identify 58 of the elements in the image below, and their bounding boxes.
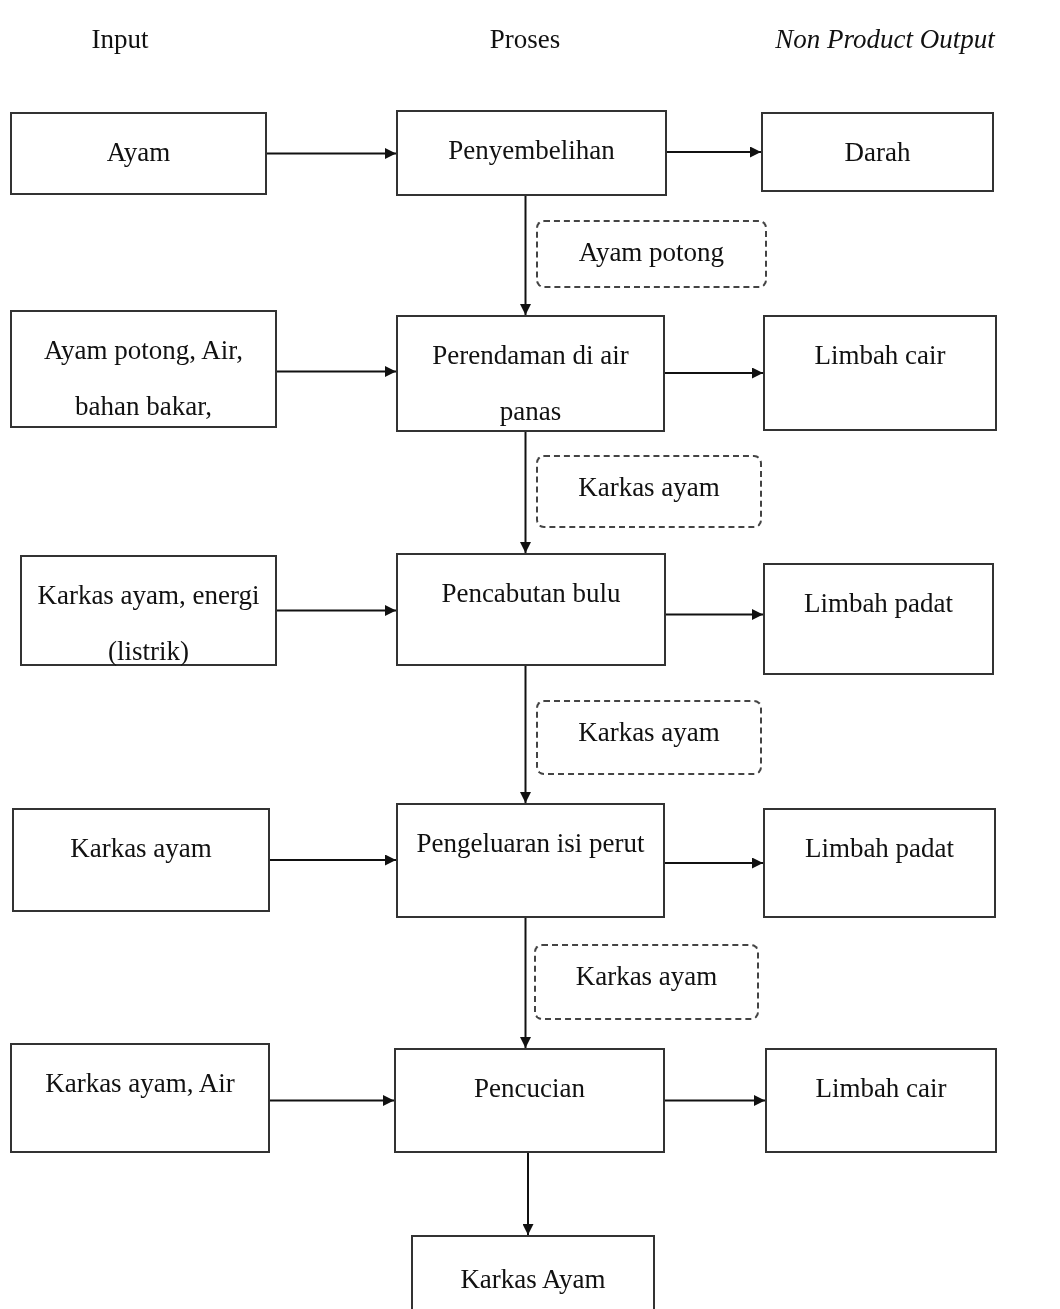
box-text: Ayam potong <box>578 236 725 268</box>
box-text: Karkas ayam <box>575 960 718 992</box>
box-text: Karkas ayam, energi (listrik) <box>36 579 261 668</box>
box-text: Karkas ayam, Air <box>45 1067 235 1100</box>
box-text: Penyembelihan <box>448 134 615 167</box>
box-text: Karkas ayam <box>578 716 720 748</box>
process-box <box>396 315 665 432</box>
box-text: Karkas ayam <box>578 471 720 503</box>
process-box <box>10 1043 270 1153</box>
column-heading: Input <box>91 23 149 56</box>
output-box <box>411 1235 655 1309</box>
process-box <box>10 112 267 195</box>
arrow <box>266 148 397 159</box>
box-text: Limbah cair <box>814 339 946 372</box>
box-text: Ayam potong, Air, bahan bakar, <box>43 334 244 423</box>
process-box <box>396 110 667 196</box>
box-text: Pencabutan bulu <box>441 577 621 610</box>
box-text: Karkas ayam <box>70 832 212 865</box>
arrow <box>520 917 531 1049</box>
box-text: Ayam <box>106 136 171 169</box>
box-text: Limbah cair <box>815 1072 947 1105</box>
arrow <box>665 609 764 620</box>
arrow <box>664 857 764 869</box>
box-text: Darah <box>844 136 911 169</box>
process-box <box>763 808 996 918</box>
arrow <box>276 605 397 616</box>
arrow <box>269 1095 395 1106</box>
arrow <box>520 665 531 804</box>
box-text: Perendaman di air panas <box>431 339 630 428</box>
box-text: Limbah padat <box>803 587 954 620</box>
box-text: Pencucian <box>474 1072 585 1105</box>
flow-label-box <box>534 944 759 1020</box>
arrow <box>664 1095 766 1106</box>
arrow <box>520 195 531 316</box>
process-box <box>10 310 277 428</box>
box-text: Pengeluaran isi perut <box>416 827 645 860</box>
process-box <box>763 563 994 675</box>
process-box <box>763 315 997 431</box>
arrow <box>520 431 531 554</box>
arrow <box>666 146 762 158</box>
process-box <box>12 808 270 912</box>
process-box <box>394 1048 665 1153</box>
box-text: Limbah padat <box>804 832 955 865</box>
arrow <box>269 854 397 866</box>
flow-label-box <box>536 700 762 775</box>
arrow <box>522 1152 534 1236</box>
process-box <box>396 553 666 666</box>
arrow <box>664 367 764 379</box>
column-heading: Proses <box>489 23 561 56</box>
flow-label-box <box>536 455 762 528</box>
flow-label-box <box>536 220 767 288</box>
arrow <box>276 366 397 377</box>
process-box <box>396 803 665 918</box>
column-heading: Non Product Output <box>775 23 995 56</box>
box-text: Karkas Ayam <box>460 1263 606 1296</box>
process-box <box>765 1048 997 1153</box>
process-box <box>761 112 994 192</box>
process-box <box>20 555 277 666</box>
